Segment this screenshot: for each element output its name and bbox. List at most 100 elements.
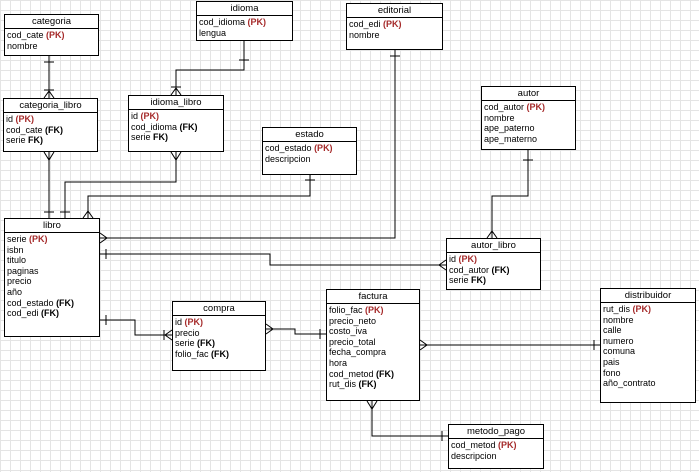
- attribute-name: fono: [603, 367, 621, 378]
- attribute-name: cod_idioma: [131, 121, 178, 132]
- rel-estado-libro: [87, 174, 311, 218]
- crow-foot: [163, 329, 173, 341]
- attribute-name: cod_estado: [7, 297, 54, 308]
- attribute-name: cod_cate: [6, 124, 43, 135]
- attribute-list: cod_cate (PK)nombre: [5, 29, 98, 51]
- attribute-row: cod_autor (FK): [449, 265, 538, 276]
- attribute-row: ape_paterno: [484, 123, 573, 134]
- attribute-row: precio_total: [329, 337, 417, 348]
- primary-key-marker: (PK): [184, 317, 204, 327]
- foreign-key-marker: (FK): [41, 308, 60, 319]
- attribute-row: nombre: [349, 30, 440, 41]
- attribute-name: hora: [329, 357, 348, 368]
- attribute-name: serie: [449, 275, 469, 286]
- crow-foot: [265, 323, 274, 335]
- primary-key-marker: (PK): [365, 305, 384, 315]
- attribute-row: rut_dis (PK): [603, 304, 693, 315]
- attribute-row: cod_metod (PK): [451, 440, 541, 451]
- attribute-row: precio: [7, 276, 97, 287]
- primary-key-marker: (PK): [458, 254, 478, 264]
- attribute-row: cod_idioma (PK): [199, 17, 290, 28]
- attribute-list: id (PK)cod_autor (FK)serie FK): [447, 253, 540, 286]
- attribute-name: ape_paterno: [484, 123, 535, 134]
- entity-title: estado: [263, 128, 356, 142]
- attribute-row: precio_neto: [329, 316, 417, 327]
- attribute-name: nombre: [349, 29, 380, 40]
- attribute-name: nombre: [7, 40, 38, 51]
- attribute-name: id: [449, 254, 457, 264]
- attribute-row: cod_estado (PK): [265, 143, 354, 154]
- primary-key-marker: (PK): [314, 143, 333, 153]
- attribute-row: folio_fac (PK): [329, 305, 417, 316]
- attribute-name: serie: [175, 338, 195, 349]
- attribute-name: nombre: [484, 112, 515, 123]
- attribute-row: id (PK): [175, 317, 263, 328]
- crow-foot: [486, 230, 498, 239]
- foreign-key-marker: (FK): [179, 121, 198, 132]
- rel-idioma-idioma-libro: [175, 40, 245, 95]
- attribute-list: cod_edi (PK)nombre: [347, 18, 442, 40]
- attribute-name: id: [6, 114, 14, 124]
- entity-title: autor: [482, 87, 575, 101]
- attribute-row: cod_estado (FK): [7, 298, 97, 309]
- attribute-row: numero: [603, 336, 693, 347]
- attribute-row: año: [7, 287, 97, 298]
- attribute-row: rut_dis (FK): [329, 379, 417, 390]
- attribute-row: serie FK): [6, 135, 95, 146]
- foreign-key-marker: (FK): [56, 297, 75, 308]
- attribute-name: precio_neto: [329, 315, 377, 326]
- attribute-name: cod_estado: [265, 143, 312, 153]
- attribute-name: cod_cate: [7, 30, 44, 40]
- attribute-name: pais: [603, 356, 620, 367]
- entity-title: idioma_libro: [129, 96, 223, 110]
- attribute-name: lengua: [199, 27, 227, 38]
- attribute-row: cod_cate (FK): [6, 125, 95, 136]
- attribute-list: cod_metod (PK)descripcion: [449, 439, 543, 461]
- attribute-row: pais: [603, 357, 693, 368]
- attribute-name: fecha_compra: [329, 347, 387, 358]
- attribute-name: ape_materno: [484, 133, 538, 144]
- attribute-row: cod_cate (PK): [7, 30, 96, 41]
- entity-title: libro: [5, 219, 99, 233]
- attribute-list: id (PK)cod_cate (FK)serie FK): [4, 113, 97, 146]
- attribute-name: comuna: [603, 346, 636, 357]
- attribute-row: serie FK): [449, 275, 538, 286]
- attribute-row: titulo: [7, 255, 97, 266]
- crow-foot: [366, 400, 378, 410]
- attribute-name: id: [175, 317, 183, 327]
- rel-libro-autor-libro: [100, 253, 446, 266]
- entity-title: categoria_libro: [4, 99, 97, 113]
- foreign-key-marker: (FK): [358, 379, 377, 390]
- entity-title: factura: [327, 290, 419, 304]
- attribute-row: serie (FK): [175, 338, 263, 349]
- attribute-name: numero: [603, 335, 634, 346]
- attribute-list: id (PK)cod_idioma (FK)serie FK): [129, 110, 223, 143]
- attribute-name: costo_iva: [329, 326, 368, 337]
- primary-key-marker: (PK): [632, 304, 652, 314]
- primary-key-marker: (PK): [140, 111, 160, 121]
- attribute-name: serie: [7, 234, 27, 244]
- attribute-row: id (PK): [6, 114, 95, 125]
- attribute-row: nombre: [603, 315, 693, 326]
- attribute-row: folio_fac (FK): [175, 349, 263, 360]
- attribute-row: id (PK): [131, 111, 221, 122]
- attribute-name: calle: [603, 325, 622, 336]
- entity-title: metodo_pago: [449, 425, 543, 439]
